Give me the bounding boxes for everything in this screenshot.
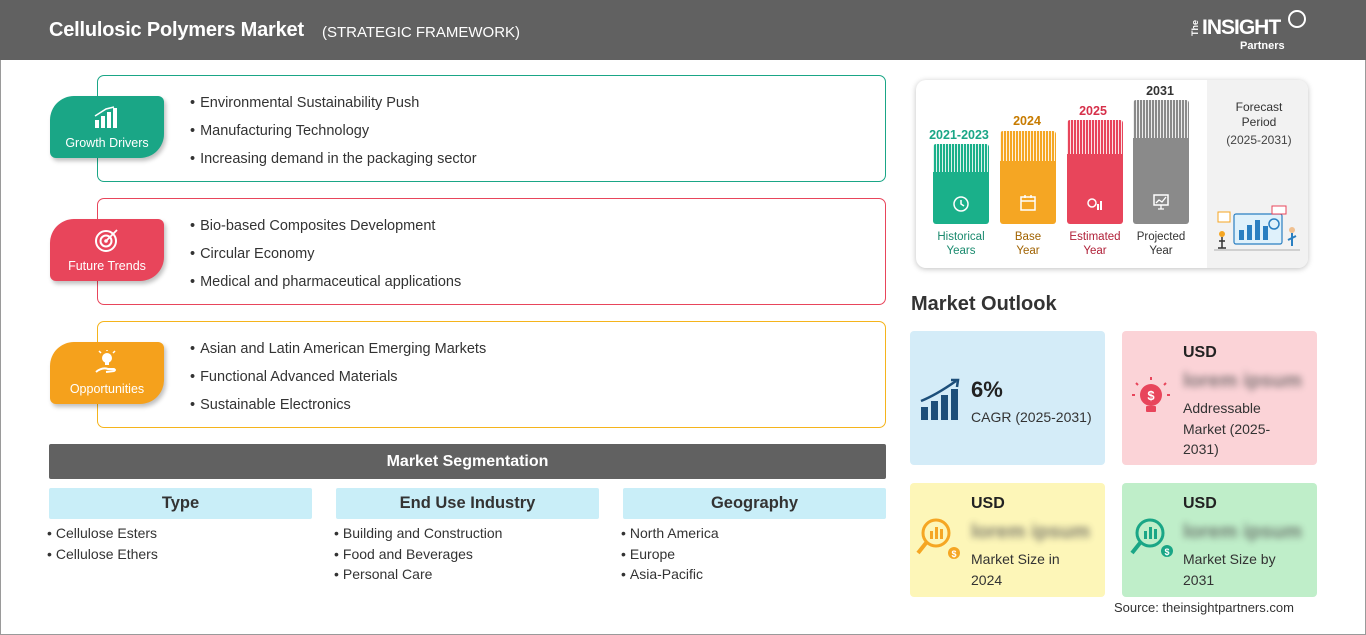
list-item: Building and Construction: [334, 525, 503, 546]
source-note[interactable]: Source: theinsightpartners.com: [1114, 600, 1294, 615]
segment-heading-type: Type: [49, 488, 312, 519]
list-item: Cellulose Ethers: [47, 546, 158, 567]
calendar-icon: [1020, 195, 1036, 211]
lightbulb-hand-icon: [95, 350, 116, 373]
size-2031-value: lorem ipsum: [1183, 521, 1302, 543]
size-2031-label: Market Size by 2031: [1183, 551, 1276, 588]
list-item: Europe: [621, 546, 719, 567]
list-item: Environmental Sustainability Push: [190, 95, 477, 123]
target-icon: [95, 229, 118, 252]
timeline-year: 2021-2023: [929, 128, 989, 142]
addressable-market-card: $ USD lorem ipsum Addressable Market (20…: [1122, 331, 1317, 465]
segment-heading-geography: Geography: [623, 488, 886, 519]
list-item: Asia-Pacific: [621, 566, 719, 587]
dollar-bulb-icon: $: [1132, 377, 1170, 412]
size-2031-currency: USD: [1183, 495, 1217, 512]
size-2024-currency: USD: [971, 495, 1005, 512]
page-title: Cellulosic Polymers Market: [49, 19, 304, 41]
badge-label: Future Trends: [68, 259, 146, 273]
size-2024-label: Market Size in 2024: [971, 551, 1060, 588]
size-2024-value: lorem ipsum: [971, 521, 1090, 543]
dollar-magnifier-icon: $: [916, 518, 960, 559]
bar-growth-icon: [94, 106, 117, 128]
cagr-label: CAGR (2025-2031): [971, 409, 1092, 425]
list-item: Asian and Latin American Emerging Market…: [190, 341, 486, 369]
opportunities-card: Asian and Latin American Emerging Market…: [97, 321, 886, 428]
addressable-label: Addressable Market (2025-2031): [1183, 400, 1271, 457]
list-item: Bio-based Composites Development: [190, 218, 461, 246]
list-item: Circular Economy: [190, 246, 461, 274]
dollar-magnifier-icon: $: [1130, 518, 1173, 557]
badge-label: Opportunities: [69, 382, 145, 396]
timeline-year: 2031: [1146, 84, 1174, 98]
cagr-value: 6%: [971, 377, 1003, 402]
timeline-bar-base: [1000, 131, 1056, 224]
segmentation-title: Market Segmentation: [49, 444, 886, 479]
addressable-value: lorem ipsum: [1183, 370, 1302, 392]
presentation-chart-icon: [1153, 194, 1169, 210]
growth-drivers-card: Environmental Sustainability Push Manufa…: [97, 75, 886, 182]
future-trends-card: Bio-based Composites Development Circula…: [97, 198, 886, 305]
list-item: North America: [621, 525, 719, 546]
logo-ring-icon: [1288, 10, 1306, 28]
opportunities-badge: Opportunities: [50, 342, 164, 404]
segment-heading-end-use: End Use Industry: [336, 488, 599, 519]
history-clock-icon: [953, 196, 969, 212]
addressable-currency: USD: [1183, 344, 1217, 361]
timeline-year: 2024: [1013, 114, 1041, 128]
insight-partners-logo[interactable]: The INSIGHT Partners: [1190, 10, 1310, 54]
forecast-period: Forecast Period (2025-2031): [1226, 100, 1292, 147]
list-item: Increasing demand in the packaging secto…: [190, 151, 476, 179]
timeline-bar-projected: [1133, 100, 1189, 224]
settings-chart-icon: [1087, 198, 1102, 210]
segment-list-geography: North America Europe Asia-Pacific: [621, 525, 719, 587]
svg-text:$: $: [1147, 388, 1155, 403]
cagr-card: 6% CAGR (2025-2031): [910, 331, 1105, 465]
timeline-bar-historical: [933, 144, 989, 224]
svg-text:$: $: [951, 549, 956, 559]
svg-text:$: $: [1164, 547, 1169, 557]
page-subtitle: (STRATEGIC FRAMEWORK): [322, 24, 521, 41]
list-item: Cellulose Esters: [47, 525, 158, 546]
timeline-year: 2025: [1079, 104, 1107, 118]
list-item: Sustainable Electronics: [190, 397, 486, 425]
badge-label: Growth Drivers: [65, 136, 149, 150]
list-item: Personal Care: [334, 566, 502, 587]
segment-list-type: Cellulose Esters Cellulose Ethers: [47, 525, 158, 566]
growth-drivers-badge: Growth Drivers: [50, 96, 164, 158]
list-item: Food and Beverages: [334, 546, 502, 567]
list-item: Medical and pharmaceutical applications: [190, 274, 461, 302]
growth-chart-icon: [920, 378, 960, 420]
market-size-2024-card: $ USD lorem ipsum Market Size in 2024: [910, 483, 1105, 597]
list-item: Manufacturing Technology: [190, 123, 477, 151]
market-size-2031-card: $ USD lorem ipsum Market Size by 2031: [1122, 483, 1317, 597]
header-bar: Cellulosic Polymers Market (STRATEGIC FR…: [0, 0, 1366, 60]
timeline-bar-estimated: [1067, 120, 1123, 224]
list-item: Functional Advanced Materials: [190, 369, 486, 397]
segment-list-end-use: Building and Construction Food and Bever…: [334, 525, 503, 587]
market-outlook-title: Market Outlook: [911, 293, 1057, 315]
analytics-people-illustration: [1214, 205, 1300, 251]
future-trends-badge: Future Trends: [50, 219, 164, 281]
